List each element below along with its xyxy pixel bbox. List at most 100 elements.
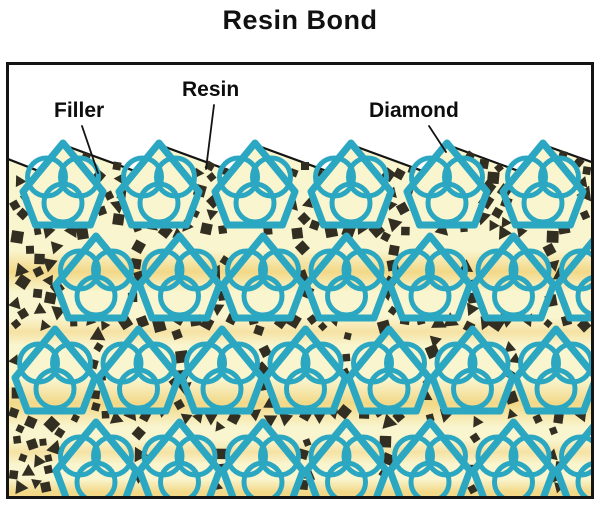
diamond-particle bbox=[307, 139, 395, 229]
filler-speck bbox=[302, 197, 314, 208]
filler-speck bbox=[14, 273, 32, 291]
diamond-particle bbox=[345, 325, 433, 415]
filler-speck bbox=[54, 427, 66, 439]
filler-speck bbox=[33, 302, 47, 314]
filler-speck bbox=[39, 438, 47, 447]
filler-speck bbox=[17, 307, 30, 320]
filler-speck bbox=[93, 342, 104, 353]
filler-speck bbox=[42, 225, 56, 239]
filler-speck bbox=[392, 167, 406, 181]
filler-speck bbox=[546, 230, 559, 243]
filler-speck bbox=[40, 319, 52, 331]
filler-speck bbox=[532, 413, 543, 424]
filler-speck bbox=[429, 335, 442, 348]
filler-leader-line bbox=[81, 125, 99, 174]
filler-speck bbox=[9, 354, 19, 366]
filler-speck bbox=[135, 315, 150, 329]
filler-speck bbox=[494, 163, 504, 173]
filler-speck bbox=[10, 318, 22, 330]
filler-speck bbox=[15, 262, 30, 277]
diamond-particle bbox=[262, 325, 349, 415]
filler-speck bbox=[336, 404, 352, 420]
filler-speck bbox=[131, 426, 146, 441]
filler-speck bbox=[507, 408, 518, 420]
diamond-particle bbox=[553, 423, 591, 496]
filler-speck bbox=[204, 413, 219, 426]
diamond-particle bbox=[211, 139, 299, 229]
filler-speck bbox=[152, 318, 167, 333]
figure-title: Resin Bond bbox=[222, 5, 378, 35]
filler-speck bbox=[101, 410, 110, 419]
filler-speck bbox=[553, 413, 564, 424]
filler-speck bbox=[279, 413, 294, 427]
resin-label: Resin bbox=[182, 78, 240, 101]
filler-speck bbox=[548, 426, 558, 436]
filler-speck bbox=[192, 412, 204, 424]
diamond-particle bbox=[303, 232, 390, 322]
filler-speck bbox=[32, 288, 43, 299]
diamond-grains bbox=[11, 139, 591, 496]
diamond-particle bbox=[219, 232, 307, 322]
filler-speck bbox=[34, 454, 47, 468]
filler-speck bbox=[46, 439, 62, 456]
filler-speck bbox=[89, 326, 106, 341]
filler-speck bbox=[543, 318, 553, 329]
filler-speck bbox=[382, 413, 398, 429]
filler-speck bbox=[473, 415, 484, 428]
filler-speck bbox=[134, 446, 149, 463]
filler-speck bbox=[90, 401, 101, 412]
resin-leader-line bbox=[205, 104, 215, 170]
filler-speck bbox=[109, 410, 124, 424]
filler-speck bbox=[379, 435, 392, 448]
filler-speck bbox=[395, 201, 410, 216]
diamond-particle bbox=[553, 237, 591, 322]
filler-speck bbox=[199, 222, 213, 236]
filler-speck bbox=[486, 171, 500, 185]
filler-speck bbox=[542, 242, 557, 257]
filler-speck bbox=[180, 413, 193, 425]
filler-speck bbox=[25, 245, 35, 254]
filler-speck bbox=[16, 207, 30, 221]
filler-speck bbox=[258, 344, 272, 359]
filler-speck bbox=[50, 241, 64, 255]
filler-speck bbox=[215, 420, 226, 432]
filler-label: Filler bbox=[54, 99, 105, 122]
filler-speck bbox=[103, 190, 115, 201]
filler-speck bbox=[173, 398, 186, 411]
filler-speck bbox=[76, 227, 89, 240]
diamond-label: Diamond bbox=[369, 99, 459, 122]
filler-speck bbox=[388, 218, 403, 233]
filler-speck bbox=[131, 239, 146, 255]
diamond-particle bbox=[136, 232, 223, 322]
filler-speck bbox=[215, 448, 227, 460]
filler-speck bbox=[34, 253, 45, 265]
filler-speck bbox=[498, 225, 512, 240]
filler-speck bbox=[33, 227, 42, 236]
filler-speck bbox=[342, 353, 351, 362]
filler-speck bbox=[9, 407, 20, 419]
filler-speck bbox=[467, 484, 478, 495]
filler-speck bbox=[388, 244, 400, 257]
diamond-particle bbox=[52, 418, 140, 496]
filler-speck bbox=[302, 438, 312, 447]
filler-speck bbox=[317, 321, 328, 332]
filler-speck bbox=[39, 481, 52, 493]
filler-speck bbox=[43, 291, 57, 305]
diamond-particle bbox=[136, 418, 223, 496]
filler-speck bbox=[32, 265, 45, 278]
diamond-particle bbox=[52, 232, 140, 322]
diamond-particle bbox=[115, 139, 203, 229]
filler-speck bbox=[25, 438, 39, 451]
diamond-particle bbox=[512, 325, 591, 415]
filler-speck bbox=[516, 226, 528, 238]
filler-speck bbox=[9, 199, 21, 211]
filler-speck bbox=[582, 166, 591, 176]
filler-speck bbox=[206, 209, 219, 221]
filler-speck bbox=[291, 227, 304, 240]
diamond-particle bbox=[178, 325, 266, 415]
filler-speck bbox=[301, 162, 309, 170]
diamond-particle bbox=[303, 418, 390, 496]
filler-speck bbox=[297, 211, 311, 226]
filler-speck bbox=[112, 161, 122, 171]
filler-speck bbox=[343, 331, 352, 341]
